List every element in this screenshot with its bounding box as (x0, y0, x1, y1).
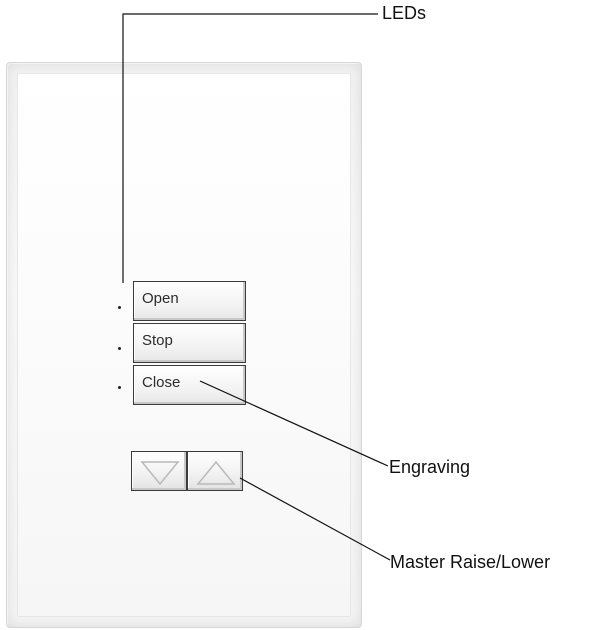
led-stop (118, 347, 121, 350)
leds-leader-line (122, 13, 378, 283)
close-button[interactable]: Close (133, 365, 246, 405)
leds-callout: LEDs (382, 3, 427, 23)
lower-arrow-icon (140, 461, 180, 486)
stop-button-label: Stop (142, 332, 173, 349)
open-button-label: Open (142, 290, 179, 307)
master-raise-button[interactable] (187, 451, 243, 491)
master-lower-button[interactable] (131, 451, 187, 491)
engraving-callout: Engraving (389, 457, 471, 477)
master-leader-line (239, 477, 391, 561)
engraving-leader-line (199, 380, 389, 467)
wall-plate (6, 62, 362, 628)
raise-arrow-icon (196, 460, 236, 485)
stop-button[interactable]: Stop (133, 323, 246, 363)
led-close (118, 386, 121, 389)
led-open (118, 306, 121, 309)
master-raise-lower-callout: Master Raise/Lower (390, 552, 551, 572)
close-button-label: Close (142, 374, 181, 391)
open-button[interactable]: Open (133, 281, 246, 321)
